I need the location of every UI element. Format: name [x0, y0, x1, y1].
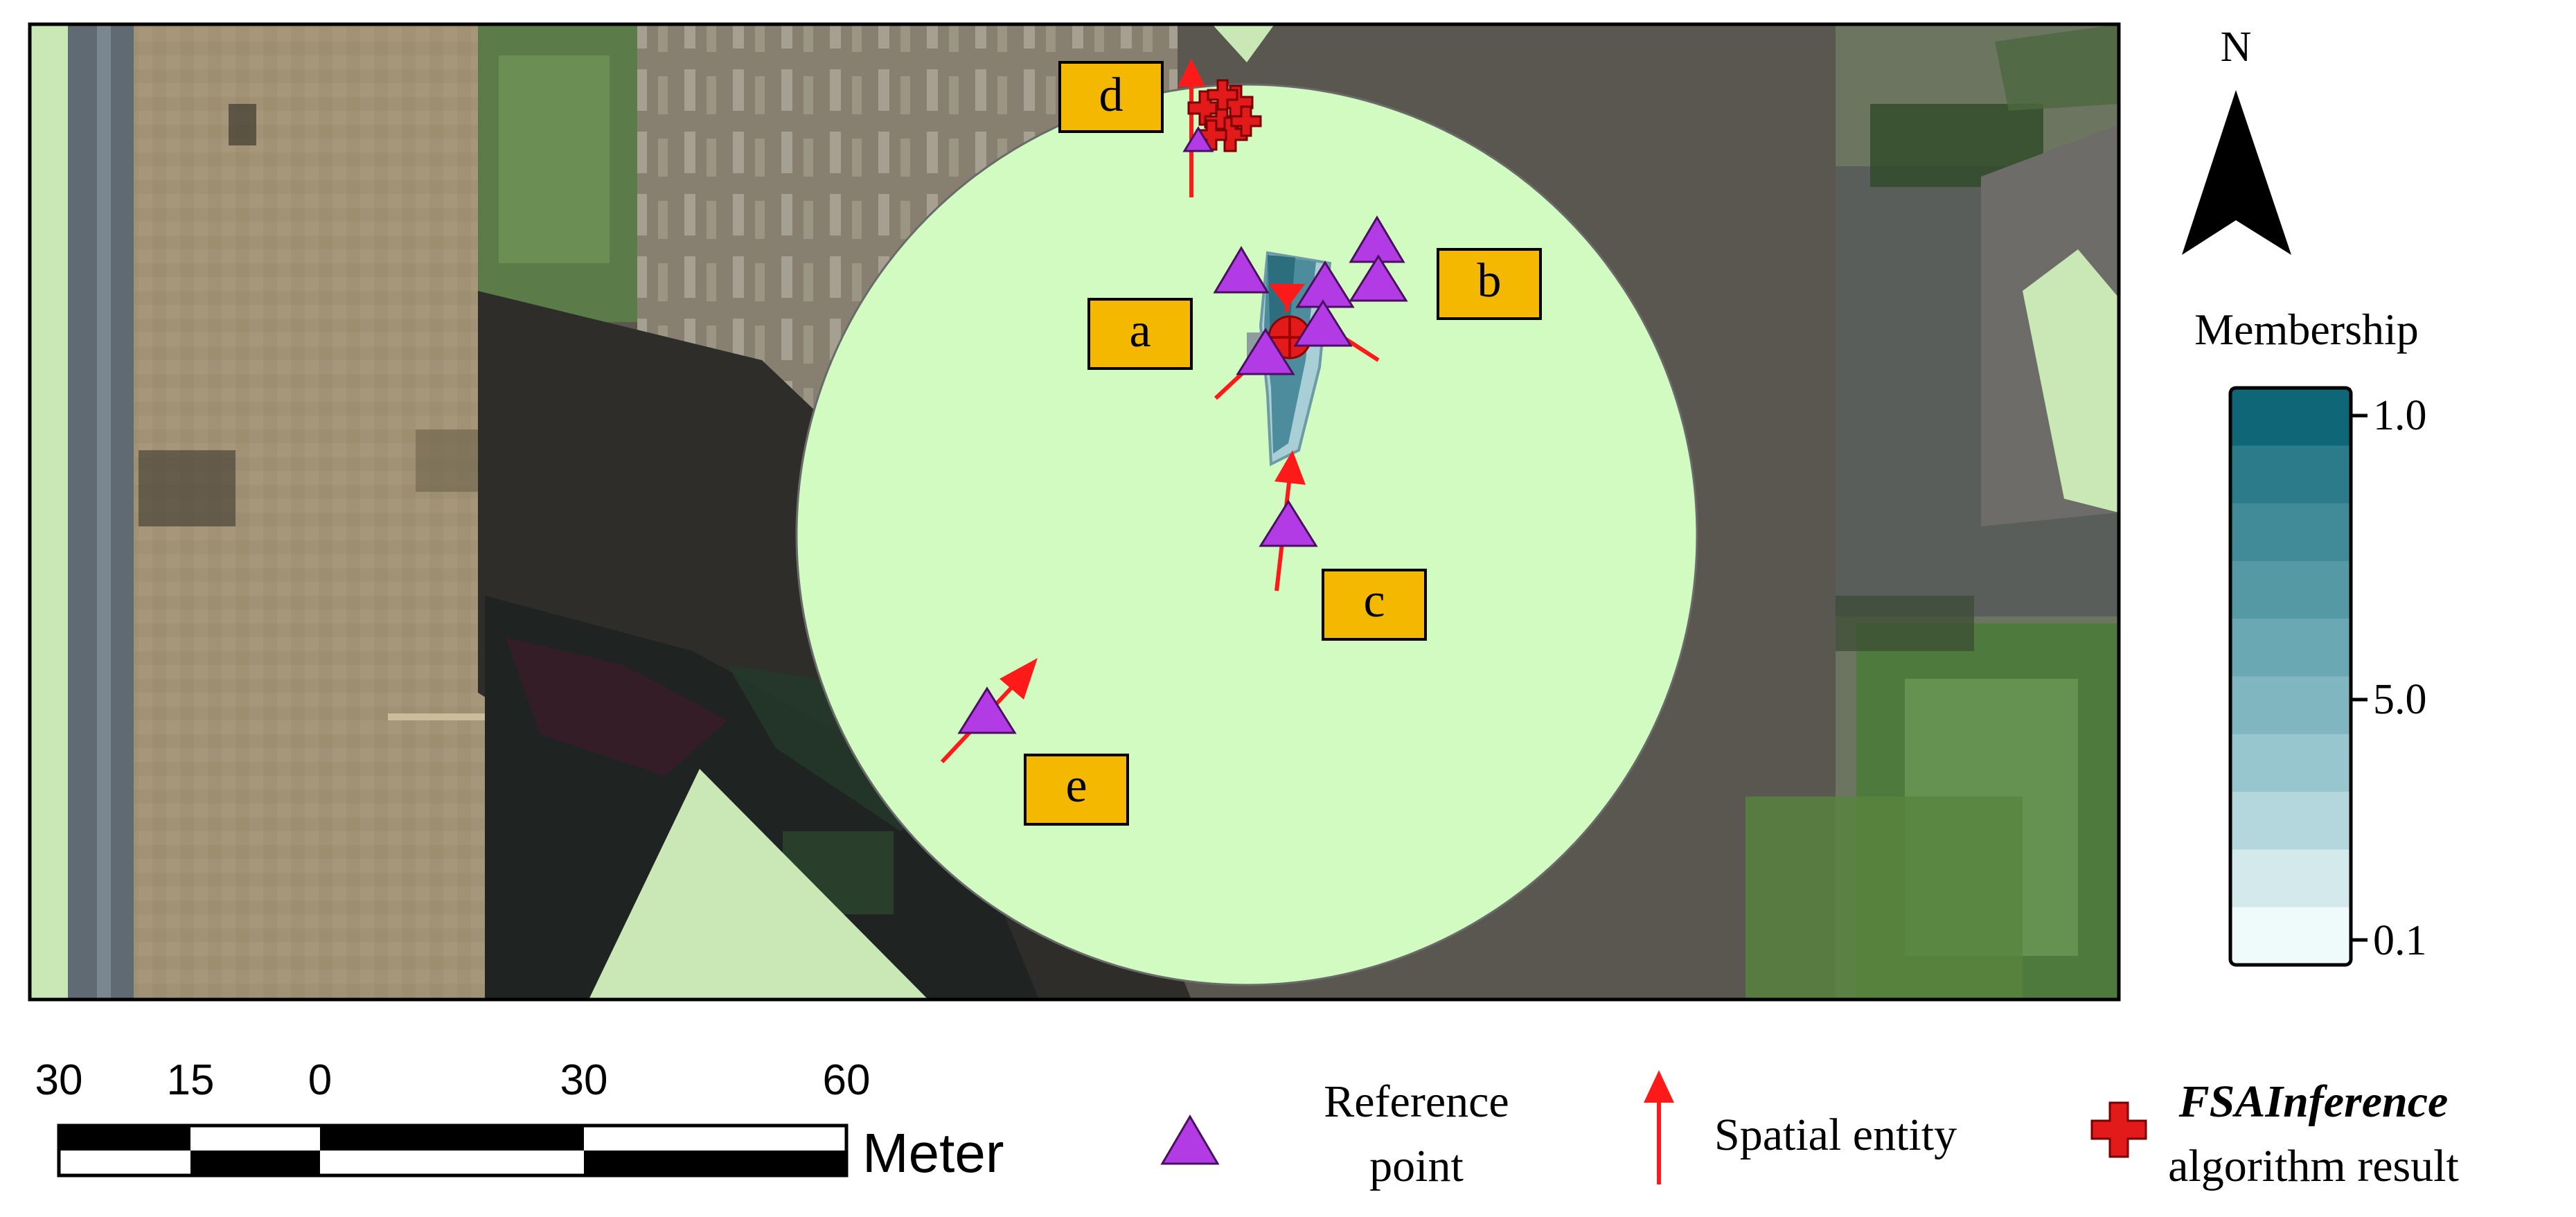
reference-point	[1259, 499, 1318, 547]
membership-ramp-step	[2230, 907, 2351, 966]
membership-color-ramp	[2230, 388, 2351, 966]
scale-tick-label: 30	[35, 1056, 83, 1104]
red-arrow-icon	[1644, 1070, 1674, 1184]
svg-text:a: a	[1129, 304, 1151, 357]
membership-ramp-step	[2230, 503, 2351, 562]
north-arrow: N	[2182, 24, 2291, 255]
reference-point	[957, 686, 1017, 734]
svg-text:d: d	[1099, 69, 1123, 122]
scale-tick-label: 0	[308, 1056, 332, 1104]
reference-points	[957, 126, 1408, 734]
reference-point	[1182, 126, 1214, 152]
scale-tick-label: 30	[560, 1056, 608, 1104]
purple-triangle-icon	[1160, 1114, 1220, 1165]
membership-tick-label: 0.1	[2373, 917, 2427, 964]
reference-point	[1213, 246, 1270, 294]
symbol-legend: Reference point Spatial entity FSAInfere…	[1160, 1070, 2459, 1191]
map-frame	[28, 22, 2121, 1002]
membership-ramp-step	[2230, 676, 2351, 735]
red-cross-icon	[2090, 1101, 2147, 1158]
membership-area	[795, 83, 1698, 986]
site-label-e: e	[1024, 754, 1129, 826]
site-label-b: b	[1437, 248, 1542, 320]
legend-spatial-entity: Spatial entity	[1714, 1110, 1957, 1160]
spatial-entity-arrow	[1269, 284, 1305, 312]
legend-inference-line1: FSAInference	[2178, 1076, 2449, 1127]
scale-unit: Meter	[862, 1122, 1004, 1184]
membership-ramp-step	[2230, 849, 2351, 908]
svg-text:c: c	[1363, 574, 1385, 628]
legend-reference-point-line1: Reference	[1324, 1076, 1509, 1127]
membership-legend: Membership 1.0 5.0 0.1	[2194, 305, 2427, 967]
scale-bar: 30 15 0 30 60 Meter	[35, 1056, 1004, 1184]
site-label-a: a	[1087, 298, 1193, 370]
north-arrow-icon	[2182, 90, 2291, 255]
membership-ramp-step	[2230, 792, 2351, 850]
legend-inference-line2: algorithm result	[2168, 1141, 2459, 1191]
site-label-d: d	[1058, 61, 1164, 133]
reference-point	[1293, 299, 1353, 347]
membership-ramp-step	[2230, 734, 2351, 792]
legend-reference-point-line2: point	[1369, 1141, 1464, 1191]
site-label-c: c	[1322, 569, 1427, 641]
reference-point	[1349, 254, 1408, 302]
reference-point	[1236, 328, 1295, 375]
north-label: N	[2221, 24, 2252, 71]
membership-tick-label: 1.0	[2373, 392, 2427, 439]
membership-ramp-step	[2230, 388, 2351, 446]
svg-text:e: e	[1065, 759, 1087, 812]
membership-ramp-step	[2230, 619, 2351, 677]
svg-text:b: b	[1477, 254, 1502, 308]
scale-tick-label: 15	[167, 1056, 215, 1104]
membership-tick-label: 5.0	[2373, 676, 2427, 723]
membership-ramp-step	[2230, 445, 2351, 504]
scale-tick-label: 60	[823, 1056, 871, 1104]
membership-ramp-step	[2230, 560, 2351, 619]
membership-title: Membership	[2194, 305, 2419, 354]
